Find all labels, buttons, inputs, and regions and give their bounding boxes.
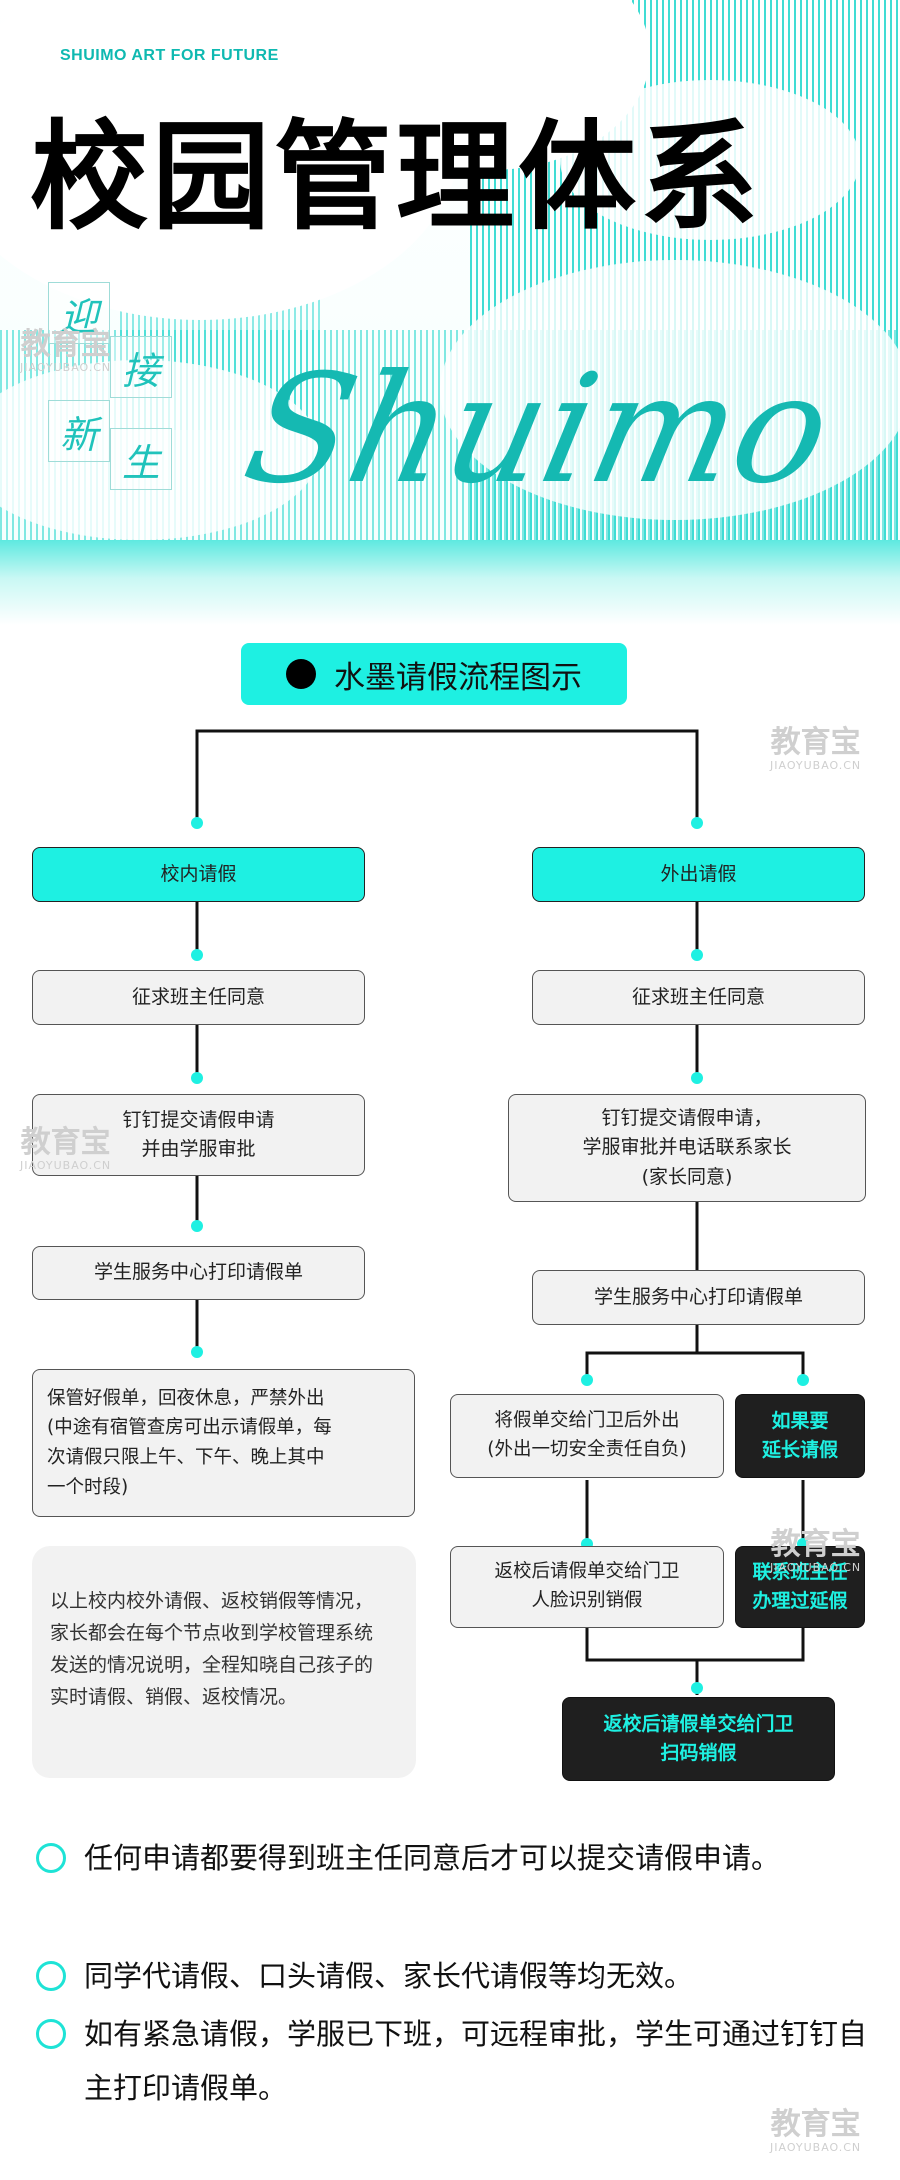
watermark-en: JIAOYUBAO.CN [770,2141,862,2154]
node-line: 钉钉提交请假申请 [122,1108,275,1131]
watermark-cn: 教育宝 [20,1125,111,1160]
node-line: (外出一切安全责任自负) [487,1439,687,1460]
connector-split [195,729,699,823]
node-line: 返校后请假单交给门卫 [494,1561,680,1583]
section-title-badge: 水墨请假流程图示 [241,643,627,705]
watermark-cn: 教育宝 [770,1527,861,1562]
node-label: 校内请假 [160,862,237,885]
connector-dot [691,1682,703,1694]
circle-bullet-icon [36,1843,66,1873]
flow-node-right-step2: 钉钉提交请假申请， 学服审批并电话联系家长 (家长同意) [508,1094,866,1202]
flow-node-left-step1: 征求班主任同意 [32,970,365,1025]
node-line: 返校后请假单交给门卫 [603,1712,794,1735]
connector-dot [191,817,203,829]
connector-branch [697,1351,805,1380]
circle-bullet-icon [36,1961,66,1991]
watermark-en: JIAOYUBAO.CN [20,1159,112,1172]
node-label: 外出请假 [660,862,737,885]
watermark: 教育宝 JIAOYUBAO.CN [20,327,112,374]
node-line: 人脸识别销假 [531,1590,643,1611]
flow-node-right-step3: 学生服务中心打印请假单 [532,1270,865,1325]
connector-dot [191,949,203,961]
connector-dot [691,1072,703,1084]
connector-dot [691,949,703,961]
connector-merge [585,1628,805,1662]
rule-text: 如有紧急请假，学服已下班，可远程审批，学生可通过钉钉自主打印请假单。 [84,2017,868,2105]
rule-item: 如有紧急请假，学服已下班，可远程审批，学生可通过钉钉自主打印请假单。 [36,2008,876,2115]
box-char: 生 [110,428,172,490]
hero-banner: SHUIMO ART FOR FUTURE 校园管理体系 迎 接 新 生 Shu… [0,0,900,625]
flow-node-right-final: 返校后请假单交给门卫 扫码销假 [562,1697,835,1781]
node-line: 学服审批并电话联系家长 [582,1136,792,1159]
connector-dot [191,1220,203,1232]
watermark-en: JIAOYUBAO.CN [20,361,112,374]
node-line: 联系班主任 [752,1560,848,1583]
node-label: 学生服务中心打印请假单 [593,1285,803,1308]
watermark-cn: 教育宝 [770,2107,861,2142]
node-label: 征求班主任同意 [131,985,265,1008]
box-char: 接 [110,336,172,398]
node-line: 钉钉提交请假申请， [601,1106,773,1129]
circle-bullet-icon [36,2019,66,2049]
flow-node-right-branch-b2: 联系班主任 办理过延假 [735,1546,865,1628]
water-band [0,540,900,625]
node-line: 并由学服审批 [141,1138,256,1160]
brand-tagline: SHUIMO ART FOR FUTURE [60,47,279,64]
rule-text: 同学代请假、口头请假、家长代请假等均无效。 [84,1959,694,1993]
tree-silhouette [440,260,900,520]
connector-dot [797,1374,809,1386]
node-line: (家长同意) [641,1165,733,1188]
flow-node-right-branch-a1: 将假单交给门卫后外出 (外出一切安全责任自负) [450,1394,724,1478]
watermark: 教育宝 JIAOYUBAO.CN [770,1527,862,1574]
flow-node-left-head: 校内请假 [32,847,365,902]
node-line: 如果要 [771,1409,829,1432]
node-line: 延长请假 [761,1439,838,1461]
page-title: 校园管理体系 [30,108,763,246]
parent-notice-note: 以上校内校外请假、返校销假等情况，家长都会在每个节点收到学校管理系统发送的情况说… [32,1546,416,1778]
rule-item: 同学代请假、口头请假、家长代请假等均无效。 [36,1950,876,2004]
box-char: 迎 [48,282,110,344]
flow-node-right-head: 外出请假 [532,847,865,902]
flow-node-right-step1: 征求班主任同意 [532,970,865,1025]
rule-item: 任何申请都要得到班主任同意后才可以提交请假申请。 [36,1832,876,1886]
watermark: 教育宝 JIAOYUBAO.CN [20,1125,112,1172]
node-line: (中途有宿管查房可出示请假单，每 [47,1417,332,1439]
watermark-cn: 教育宝 [770,725,861,760]
flow-node-left-step2: 钉钉提交请假申请 并由学服审批 [32,1094,365,1176]
node-label: 学生服务中心打印请假单 [93,1261,303,1284]
flow-node-left-step4: 保管好假单，回夜休息，严禁外出 (中途有宿管查房可出示请假单，每 次请假只限上午… [32,1369,415,1517]
node-line: 保管好假单，回夜休息，严禁外出 [47,1387,325,1409]
flow-node-left-step3: 学生服务中心打印请假单 [32,1246,365,1300]
node-line: 次请假只限上午、下午、晚上其中 [47,1447,325,1468]
watermark-cn: 教育宝 [20,327,111,362]
watermark-en: JIAOYUBAO.CN [770,1561,862,1574]
rule-text: 任何申请都要得到班主任同意后才可以提交请假申请。 [84,1841,781,1875]
cloud-shape [0,360,320,540]
connector-dot [191,1072,203,1084]
watermark-en: JIAOYUBAO.CN [770,759,862,772]
connector-dot [581,1374,593,1386]
watermark: 教育宝 JIAOYUBAO.CN [770,2107,862,2154]
box-char: 新 [48,400,110,462]
connector-dot [191,1346,203,1358]
node-line: 办理过延假 [752,1590,848,1612]
flow-node-right-branch-a2: 返校后请假单交给门卫 人脸识别销假 [450,1546,724,1628]
node-line: 将假单交给门卫后外出 [494,1410,680,1432]
flow-node-right-branch-b1: 如果要 延长请假 [735,1394,865,1478]
node-line: 扫码销假 [660,1742,737,1764]
connector-branch [585,1325,699,1380]
section-title: 水墨请假流程图示 [334,659,582,696]
watermark: 教育宝 JIAOYUBAO.CN [770,725,862,772]
node-line: 一个时段) [47,1476,129,1498]
node-label: 征求班主任同意 [631,985,765,1008]
bullet-dot-icon [286,659,316,689]
cloud-shape [560,80,860,240]
connector-dot [691,817,703,829]
